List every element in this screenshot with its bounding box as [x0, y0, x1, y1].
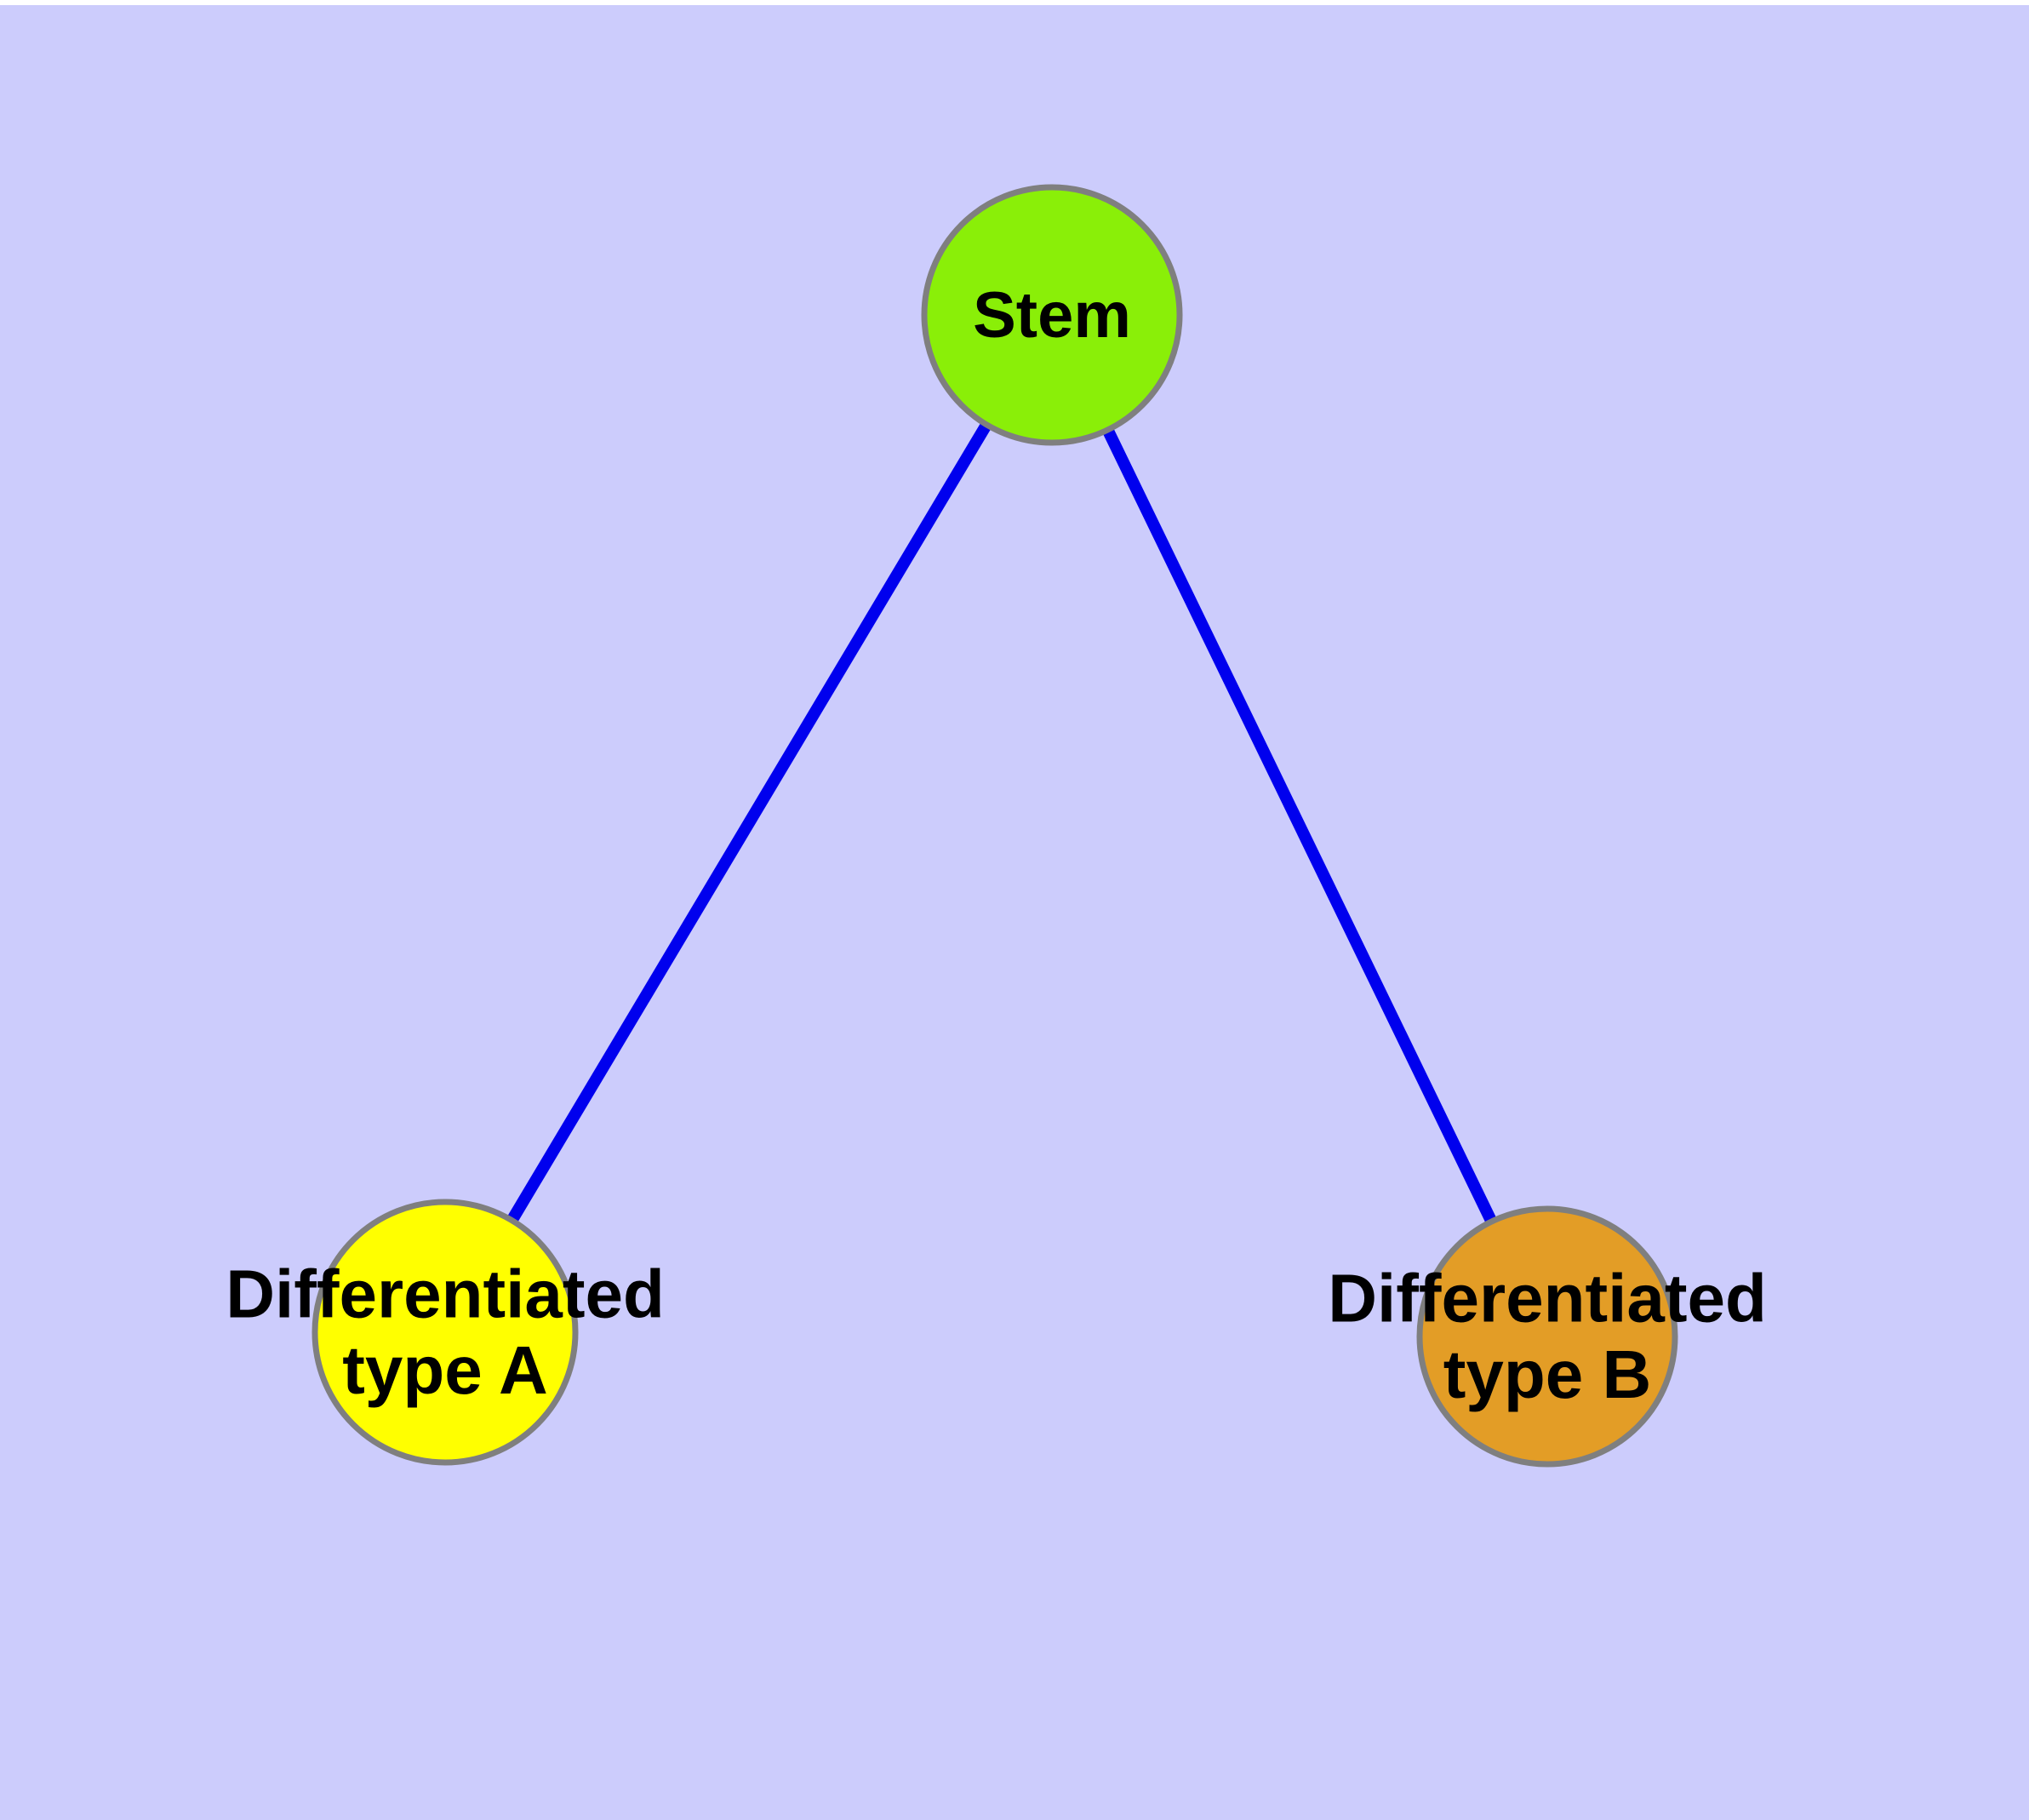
node-label-line: Differentiated — [226, 1256, 665, 1331]
node-label-line: Stem — [973, 279, 1131, 352]
nodes-group — [311, 184, 1678, 1468]
node-label-stem: Stem — [973, 279, 1131, 352]
edge-stem-to-differentiated-type-b[interactable] — [1102, 426, 1497, 1225]
edges-group — [506, 421, 1497, 1225]
node-label-line: type B — [1443, 1336, 1652, 1412]
edge-stem-to-differentiated-type-a[interactable] — [506, 421, 992, 1224]
node-differentiated-type-a[interactable] — [311, 1199, 579, 1466]
node-differentiated-type-b[interactable] — [1416, 1205, 1678, 1468]
node-label-line: Differentiated — [1328, 1260, 1767, 1336]
node-stem[interactable] — [921, 184, 1183, 446]
node-label-line: type A — [342, 1332, 548, 1408]
